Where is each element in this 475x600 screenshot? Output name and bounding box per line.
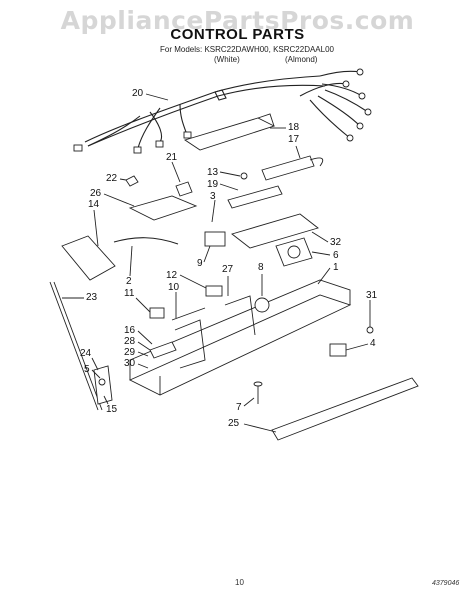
callout-6: 6 [333,250,339,261]
part-screw-22[interactable] [125,175,139,187]
callout-3: 3 [210,191,216,202]
callout-31: 31 [366,290,378,301]
part-control-housing[interactable] [128,279,352,396]
callout-19: 19 [207,179,219,190]
callout-8: 8 [258,262,264,273]
callout-30: 30 [124,358,136,369]
callout-26: 26 [90,188,102,199]
callouts: 20 18 17 21 13 19 3 22 26 14 32 6 1 9 8 … [62,88,378,433]
callout-32: 32 [330,237,342,248]
variant-white: (White) [214,55,240,64]
callout-9: 9 [197,258,203,269]
part-cover[interactable] [183,117,276,151]
callout-18: 18 [288,122,300,133]
callout-29: 29 [124,347,136,358]
callout-7: 7 [236,402,242,413]
callout-20: 20 [132,88,144,99]
part-bracket-11[interactable] [149,307,165,319]
site-watermark: AppliancePartsPros.com [60,6,415,35]
part-heater[interactable] [227,185,283,209]
callout-14: 14 [88,199,100,210]
callout-10: 10 [168,282,180,293]
part-control-cover[interactable] [61,235,116,281]
callout-5: 5 [84,364,90,375]
variant-almond: (Almond) [285,55,318,64]
callout-25: 25 [228,418,240,429]
callout-27: 27 [222,264,234,275]
callout-11: 11 [124,288,135,299]
part-thermostat-bulb[interactable] [261,155,315,181]
callout-21: 21 [166,152,178,163]
callout-28: 28 [124,336,136,347]
reference-code: 4379046 [432,580,460,587]
part-clip[interactable] [175,181,193,197]
part-switch[interactable] [204,231,226,247]
part-trim-strip[interactable] [271,377,419,441]
callout-2: 2 [126,276,132,287]
callout-16: 16 [124,325,136,336]
diagram-title: CONTROL PARTS [170,26,305,43]
part-tube[interactable] [113,237,179,245]
callout-1: 1 [333,262,339,273]
part-hinge-16[interactable] [149,341,177,359]
callout-15: 15 [106,404,118,415]
callout-17: 17 [288,134,300,145]
callout-12: 12 [166,270,178,281]
part-rod[interactable] [49,281,99,411]
part-gasket[interactable] [231,213,319,249]
page-number: 10 [235,578,244,587]
part-switch-4[interactable] [329,343,347,357]
callout-23: 23 [86,292,98,303]
wire-harness[interactable] [73,68,372,154]
callout-22: 22 [106,173,118,184]
callout-4: 4 [370,338,376,349]
callout-24: 24 [80,348,92,359]
models-line: For Models: KSRC22DAWH00, KSRC22DAAL00 [160,45,334,54]
part-sensor[interactable] [205,285,223,297]
callout-13: 13 [207,167,219,178]
part-air-baffle[interactable] [128,195,198,221]
